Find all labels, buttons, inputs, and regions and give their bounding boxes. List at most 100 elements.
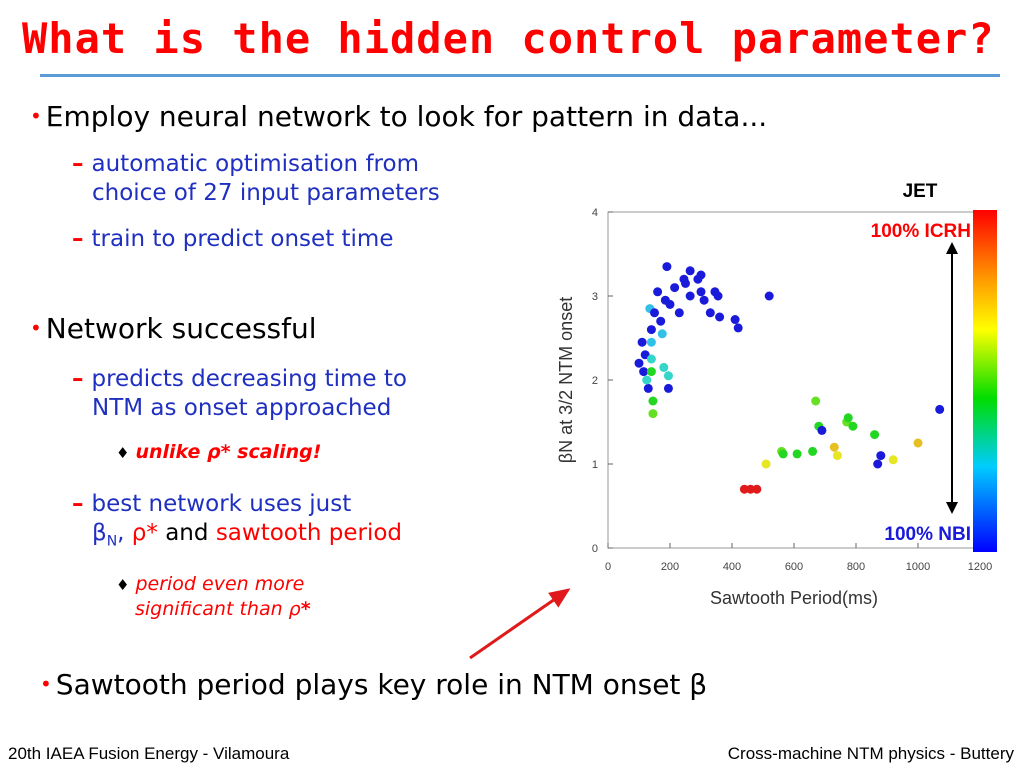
bullet-2-text: Network successful — [45, 312, 317, 345]
footer-right: Cross-machine NTM physics - Buttery — [727, 744, 1014, 763]
data-point — [643, 383, 653, 393]
bullet-1: •Employ neural network to look for patte… — [30, 100, 767, 133]
data-point — [653, 287, 663, 297]
data-point — [679, 274, 689, 284]
range-arrow-up-icon — [946, 242, 958, 254]
data-point — [876, 451, 886, 461]
footer-left: 20th IAEA Fusion Energy - Vilamoura — [8, 744, 290, 763]
data-point — [642, 375, 652, 385]
dash-icon: – — [72, 226, 84, 252]
data-point — [659, 362, 669, 372]
title-underline — [40, 74, 1000, 77]
bullet-1-text: Employ neural network to look for patter… — [45, 100, 768, 133]
dash-icon: – — [72, 491, 84, 517]
data-point — [817, 425, 827, 435]
data-point — [639, 367, 649, 377]
data-point — [662, 262, 672, 272]
data-point — [761, 459, 771, 469]
bullet-1-sub-2: –train to predict onset time — [72, 226, 394, 252]
x-axis-label: Sawtooth Period(ms) — [710, 588, 878, 608]
data-point — [870, 430, 880, 440]
bullet-dot-icon: • — [30, 316, 42, 340]
diamond-icon: ♦ — [116, 444, 130, 462]
machine-label: JET — [903, 181, 938, 202]
data-point — [648, 409, 658, 419]
x-tick-label: 800 — [847, 561, 865, 573]
data-point — [648, 396, 658, 406]
x-tick-label: 0 — [605, 561, 611, 573]
dash-icon: – — [72, 366, 84, 392]
pointer-arrow-icon — [469, 588, 571, 660]
diamond-icon: ♦ — [116, 576, 130, 594]
bullet-2-sub-2: –best network uses just βN, ρ* and sawto… — [72, 491, 403, 550]
x-tick-label: 600 — [785, 561, 803, 573]
bullet-2: •Network successful — [30, 312, 317, 345]
colorbar — [973, 210, 997, 552]
dash-icon: – — [72, 151, 84, 177]
x-tick-label: 1000 — [906, 561, 930, 573]
y-tick-label: 4 — [592, 207, 598, 219]
data-point — [778, 449, 788, 459]
data-point — [670, 283, 680, 293]
data-point — [713, 291, 723, 301]
data-point — [650, 308, 659, 318]
y-axis-label: βN at 3/2 NTM onset — [556, 297, 576, 463]
data-point — [665, 299, 675, 309]
data-point — [656, 316, 666, 326]
data-point — [832, 451, 842, 461]
y-tick-label: 0 — [592, 543, 598, 555]
data-point — [733, 323, 743, 333]
bullet-2-sub-1: –predicts decreasing time to NTM as onse… — [72, 366, 407, 421]
data-point — [829, 442, 839, 452]
data-point — [657, 329, 667, 339]
data-point — [752, 484, 762, 494]
x-tick-label: 1200 — [968, 561, 992, 573]
y-tick-label: 1 — [592, 459, 598, 471]
x-tick-label: 400 — [723, 561, 741, 573]
data-point — [646, 337, 656, 347]
data-point — [715, 312, 725, 322]
data-point — [705, 308, 715, 318]
data-point — [646, 367, 656, 377]
bullet-3: •Sawtooth period plays key role in NTM o… — [40, 668, 707, 701]
data-point — [848, 421, 858, 431]
note-period-significant: ♦period even more significant than ρ* — [116, 573, 311, 620]
bullet-dot-icon: • — [40, 672, 52, 696]
range-arrow-down-icon — [946, 502, 958, 514]
data-point — [646, 354, 656, 364]
note-unlike-rho-scaling: ♦unlike ρ* scaling! — [116, 441, 322, 463]
data-point — [792, 449, 802, 459]
y-tick-label: 2 — [592, 375, 598, 387]
data-point — [808, 446, 818, 456]
plot-frame — [607, 211, 981, 549]
y-tick-label: 3 — [592, 291, 598, 303]
colorbar-bottom-label: 100% NBI — [884, 524, 971, 545]
data-point — [935, 404, 945, 414]
data-point — [811, 396, 821, 406]
data-point — [730, 315, 740, 325]
colorbar-top-label: 100% ICRH — [871, 221, 971, 242]
data-point — [739, 484, 749, 494]
data-point — [685, 266, 695, 276]
x-tick-label: 200 — [661, 561, 679, 573]
data-point — [674, 308, 684, 318]
data-point — [873, 459, 883, 469]
data-point — [634, 358, 644, 368]
page-title: What is the hidden control parameter? — [22, 14, 995, 63]
bullet-1-sub-1: –automatic optimisation from choice of 2… — [72, 151, 440, 206]
data-point — [843, 413, 853, 423]
data-point — [696, 287, 706, 297]
data-point — [888, 455, 898, 465]
data-point — [699, 295, 709, 305]
data-point — [637, 337, 647, 347]
data-point — [746, 484, 756, 494]
data-point — [913, 438, 923, 448]
data-point — [663, 383, 673, 393]
bullet-dot-icon: • — [30, 104, 42, 128]
data-point — [663, 371, 673, 381]
data-point — [696, 270, 706, 280]
data-point — [764, 291, 774, 301]
data-point — [646, 325, 656, 335]
data-point — [685, 291, 695, 301]
